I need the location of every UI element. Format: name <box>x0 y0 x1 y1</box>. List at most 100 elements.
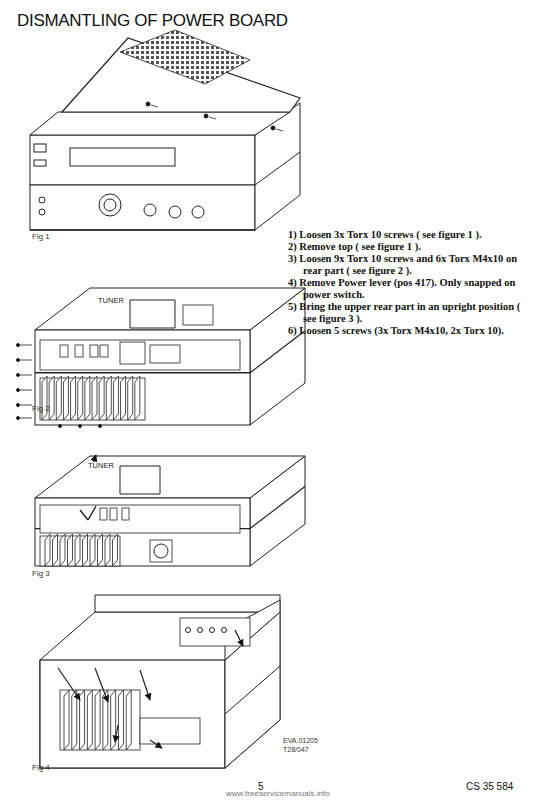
stroke <box>20 405 32 406</box>
knob <box>186 628 191 633</box>
panel <box>180 618 250 646</box>
panel <box>60 690 140 750</box>
panel <box>40 660 225 768</box>
panel <box>30 135 255 185</box>
stroke <box>35 372 250 373</box>
line-art <box>17 30 306 768</box>
outline <box>128 376 133 420</box>
part-name: TUNER <box>96 297 126 305</box>
knob <box>39 209 45 215</box>
stroke <box>225 666 280 714</box>
outline <box>106 376 111 420</box>
outline <box>63 376 68 420</box>
outline <box>56 376 61 420</box>
outline <box>105 534 110 566</box>
knob <box>39 197 45 203</box>
drawing-code: EVA.01205 <box>283 737 318 745</box>
outline <box>78 376 83 420</box>
outline <box>49 376 54 420</box>
knob <box>210 628 215 633</box>
knob <box>192 206 204 218</box>
page-title: DISMANTLING OF POWER BOARD <box>17 12 288 31</box>
outline <box>95 690 100 750</box>
knob <box>144 204 156 216</box>
stroke <box>150 740 162 748</box>
panel <box>100 508 107 520</box>
panel <box>100 345 108 357</box>
drawing-code: T28/047 <box>283 746 309 754</box>
outline <box>87 690 92 750</box>
knob <box>17 404 20 407</box>
panel <box>34 144 46 152</box>
stroke <box>20 418 32 419</box>
panel <box>150 345 180 363</box>
knob <box>169 206 181 218</box>
outline <box>83 534 88 566</box>
outline <box>113 534 118 566</box>
stroke <box>95 668 108 702</box>
figure-label: Fig 1 <box>32 233 50 242</box>
outline <box>135 376 140 420</box>
outline <box>71 376 76 420</box>
panel <box>40 340 240 370</box>
stroke <box>20 345 32 346</box>
panel <box>35 498 250 566</box>
panel <box>75 345 83 357</box>
knob <box>17 417 20 420</box>
stroke <box>20 390 32 391</box>
outline <box>45 534 50 566</box>
outline <box>85 376 90 420</box>
instruction-step: 5) Bring the upper rear part in an uprig… <box>288 301 528 325</box>
panel <box>183 305 213 325</box>
knob <box>99 425 102 428</box>
stroke <box>30 229 255 231</box>
stroke <box>250 331 305 373</box>
stroke <box>88 506 96 520</box>
outline <box>64 690 69 750</box>
knob <box>222 628 227 633</box>
stroke <box>255 152 300 185</box>
outline <box>90 534 95 566</box>
outline <box>120 30 250 84</box>
outline <box>126 690 131 750</box>
knob <box>79 425 82 428</box>
stroke <box>80 510 88 520</box>
knob <box>104 199 116 211</box>
outline <box>68 534 73 566</box>
stroke <box>20 375 32 376</box>
outline <box>60 534 65 566</box>
knob <box>17 359 20 362</box>
panel <box>122 508 129 520</box>
outline <box>35 456 305 498</box>
outline <box>118 690 123 750</box>
instruction-step: 1) Loosen 3x Torx 10 screws ( see figure… <box>288 229 528 241</box>
panel <box>120 342 145 364</box>
outline <box>130 300 175 328</box>
knob <box>99 194 121 216</box>
outline <box>121 376 126 420</box>
knob <box>204 114 208 118</box>
instruction-step: 4) Remove Power lever (pos 417). Only sn… <box>288 277 528 301</box>
outline <box>95 595 280 612</box>
stroke <box>276 129 283 131</box>
panel <box>30 185 255 230</box>
panel <box>60 345 68 357</box>
panel <box>110 508 117 520</box>
document-number: CS 35 584 <box>466 781 513 792</box>
outline <box>113 376 118 420</box>
instruction-step: 2) Remove top ( see figure 1 ). <box>288 241 528 253</box>
stroke <box>58 668 80 700</box>
watermark: www.freeservicemanuals.info <box>226 790 330 799</box>
knob <box>154 544 168 558</box>
outline <box>80 690 85 750</box>
stroke <box>250 487 305 529</box>
knob <box>146 102 150 106</box>
instruction-list: 1) Loosen 3x Torx 10 screws ( see figure… <box>288 229 528 337</box>
outline <box>30 112 290 135</box>
figure-label: Fig 3 <box>32 570 50 579</box>
outline <box>53 534 58 566</box>
outline <box>92 376 97 420</box>
panel <box>35 330 250 425</box>
knob <box>198 628 203 633</box>
